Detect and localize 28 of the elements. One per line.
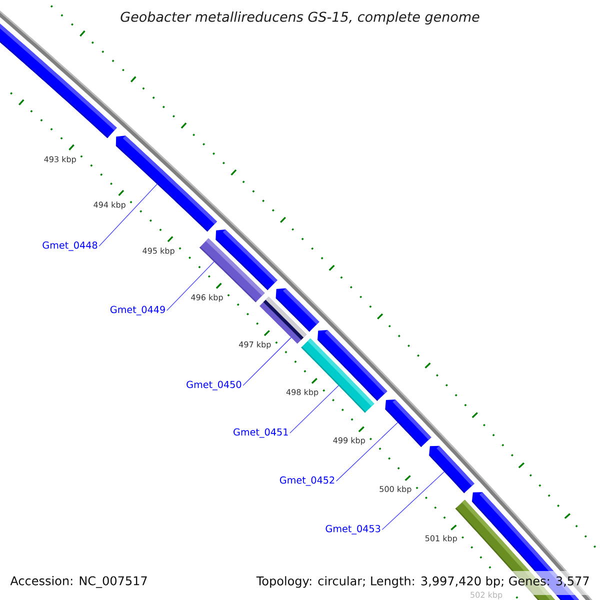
gene-label: Gmet_0449 xyxy=(110,306,165,316)
leader-line xyxy=(382,471,445,530)
footer-text: Accession: NC_007517 xyxy=(10,576,147,588)
scale-label: 498 kbp xyxy=(286,388,318,397)
gene-bar xyxy=(301,338,374,413)
scale-label: 495 kbp xyxy=(142,248,174,256)
gene-block xyxy=(429,446,474,494)
leader-line xyxy=(242,337,292,386)
leader-line xyxy=(290,385,339,434)
scale-label: 502 kbp xyxy=(470,592,502,600)
gene-label: Gmet_0450 xyxy=(186,380,242,390)
gene-label: Gmet_0451 xyxy=(234,428,288,438)
scale-label: 497 kbp xyxy=(239,341,271,350)
scale-label: 500 kbp xyxy=(380,486,412,494)
gene-block xyxy=(0,24,117,138)
scale-label: 501 kbp xyxy=(425,535,457,543)
gene-label: Gmet_0452 xyxy=(280,476,334,486)
diagram-title: Geobacter metallireducens GS-15, complete genome xyxy=(120,11,480,25)
scale-label: 496 kbp xyxy=(191,294,223,302)
leader-line xyxy=(336,422,398,482)
footer-text: Topology: circular; Length: 3,997,420 bp; Genes: 3,577 xyxy=(256,576,589,588)
scale-label: 499 kbp xyxy=(333,437,365,445)
leader-line xyxy=(98,184,158,246)
gene-label: Gmet_0448 xyxy=(42,241,98,251)
scale-label: 493 kbp xyxy=(44,156,76,164)
gene-block xyxy=(385,400,432,448)
gene-label: Gmet_0453 xyxy=(326,525,380,534)
scale-label: 494 kbp xyxy=(94,202,126,210)
